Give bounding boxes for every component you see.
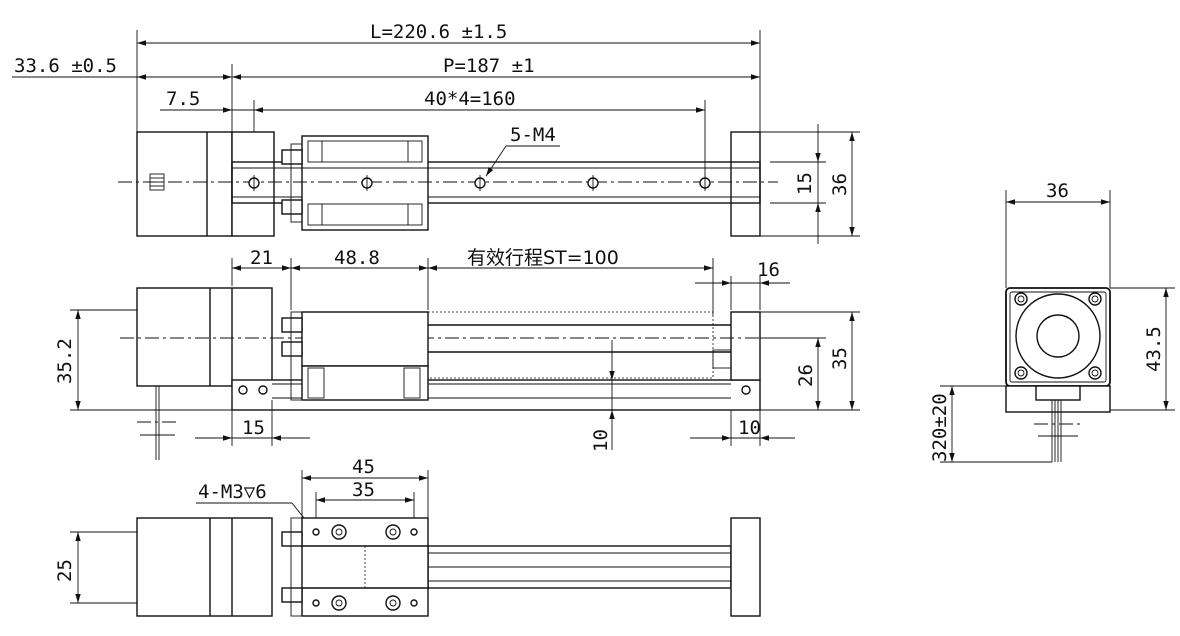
front-view: 21 48.8 有效行程ST=100 16	[54, 247, 860, 460]
motor-flange-face	[1005, 287, 1111, 387]
dim-rail-outer-height: 36	[829, 173, 851, 196]
top-view: L=220.6 ±1.5 33.6 ±0.5 P=187 ±1 7.5 40*4…	[12, 21, 860, 244]
dim-overall-length: L=220.6 ±1.5	[370, 21, 507, 43]
dim-carriage-width-inner: 35	[352, 479, 375, 501]
side-view: 36 43.5 320±20	[929, 180, 1175, 463]
dim-cable-length: 320±20	[929, 393, 951, 462]
dim-carriage-length: 48.8	[334, 247, 380, 269]
carriage-holes-callout: 4-M3▽6	[198, 481, 267, 503]
carriage-mounting-holes	[312, 524, 418, 611]
dim-base-right: 10	[738, 417, 761, 439]
dim-rail-inner-height: 15	[794, 172, 816, 195]
dim-hole-spacing: 40*4=160	[424, 88, 516, 110]
dim-rail-26: 26	[795, 364, 817, 387]
motor-boss	[1015, 293, 1101, 379]
bottom-view: 45 35 4-M3▽6	[54, 456, 761, 617]
rail-holes	[248, 175, 711, 191]
dim-end-block-width: 16	[757, 259, 780, 281]
dim-front-left-offset: 21	[250, 247, 273, 269]
rail-top	[231, 161, 761, 204]
motor-body-top	[136, 131, 233, 237]
dim-total-height: 35	[829, 347, 851, 370]
end-block-right-top	[730, 131, 761, 237]
motor-body-bottom	[136, 517, 273, 617]
dim-base-height: 10	[590, 429, 612, 452]
motor-body-front	[136, 287, 273, 387]
dim-end-offset: 7.5	[166, 88, 200, 110]
end-block-right-front	[730, 311, 761, 381]
carriage-front	[301, 311, 429, 367]
hole-callout: 5-M4	[510, 124, 556, 146]
end-block-right-bottom	[730, 517, 761, 617]
dim-pitch-length: P=187 ±1	[443, 55, 535, 77]
dim-motor-height: 35.2	[54, 338, 76, 384]
dim-base-left: 15	[242, 417, 265, 439]
dim-motor-length: 33.6 ±0.5	[14, 55, 117, 77]
dim-motor-side-height: 43.5	[1143, 326, 1165, 372]
dim-carriage-depth: 25	[54, 559, 76, 582]
dim-carriage-width-outer: 45	[352, 456, 375, 478]
dim-motor-flange: 36	[1046, 180, 1069, 202]
dim-stroke: 有效行程ST=100	[467, 247, 619, 269]
